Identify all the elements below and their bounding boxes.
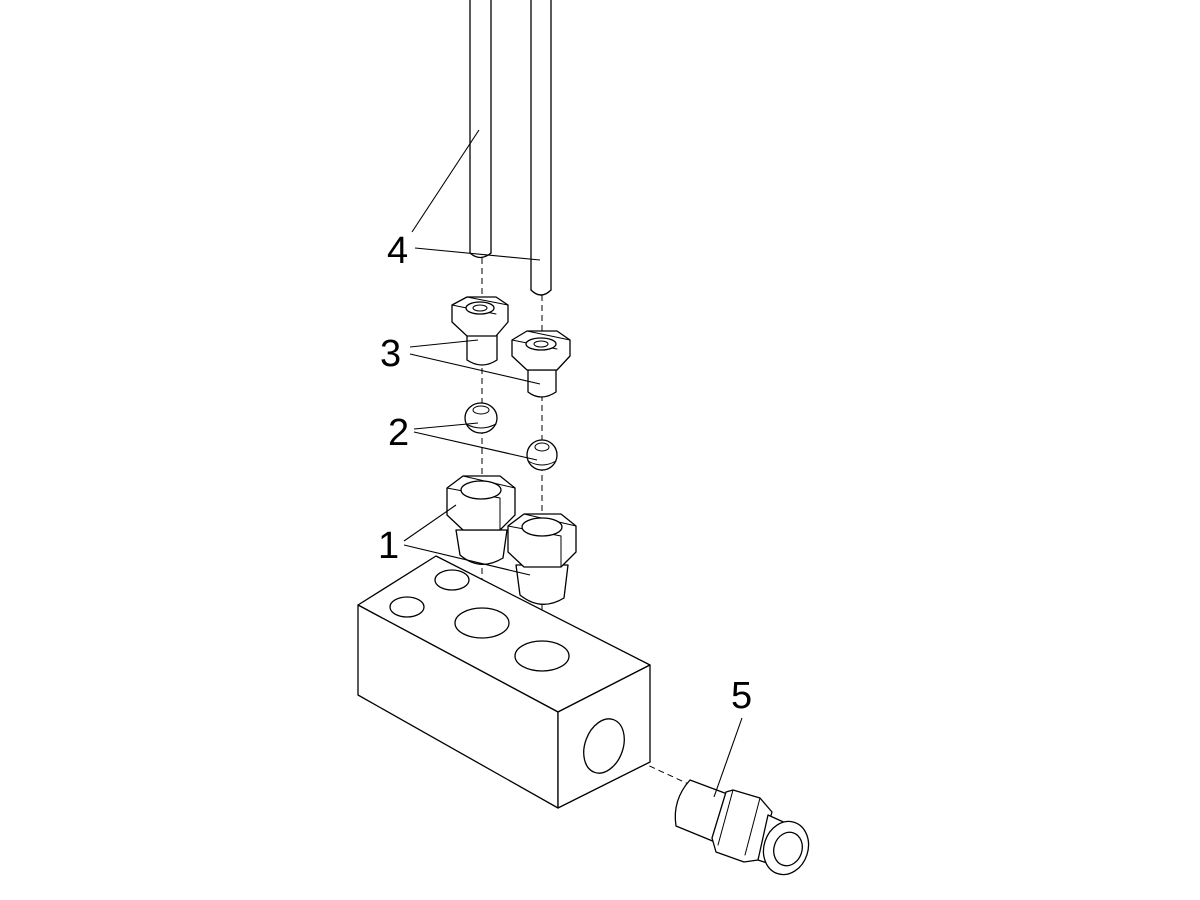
- fitting-left: [446, 475, 516, 565]
- port-hole: [389, 596, 425, 618]
- side-port-hole: [583, 718, 625, 774]
- manifold-block: [357, 555, 651, 809]
- callout-4: 4: [387, 230, 408, 272]
- callout-2: 2: [388, 412, 409, 454]
- callout-1: 1: [378, 525, 399, 567]
- compression-nut-right: [511, 330, 571, 398]
- ferrule-right: [526, 439, 558, 471]
- leader-4b: [414, 247, 541, 261]
- leader-2a: [413, 422, 479, 430]
- callout-5: 5: [731, 675, 752, 717]
- leader-3b: [409, 353, 541, 385]
- compression-nut-left: [451, 296, 509, 366]
- tube-right: [530, 0, 552, 296]
- port-hole: [434, 569, 470, 591]
- axis-port: [603, 744, 696, 788]
- leader-2b: [413, 431, 538, 461]
- port-hole: [454, 607, 510, 639]
- push-in-connector: [674, 779, 810, 876]
- leader-1a: [403, 504, 457, 542]
- fitting-right: [507, 513, 577, 605]
- leader-4a: [411, 129, 480, 233]
- ferrule-left: [464, 402, 498, 434]
- leader-3a: [409, 339, 479, 348]
- leader-1b: [403, 544, 531, 576]
- port-hole: [514, 640, 570, 672]
- leader-5: [713, 717, 743, 798]
- callout-3: 3: [380, 333, 401, 375]
- tube-left: [469, 0, 492, 259]
